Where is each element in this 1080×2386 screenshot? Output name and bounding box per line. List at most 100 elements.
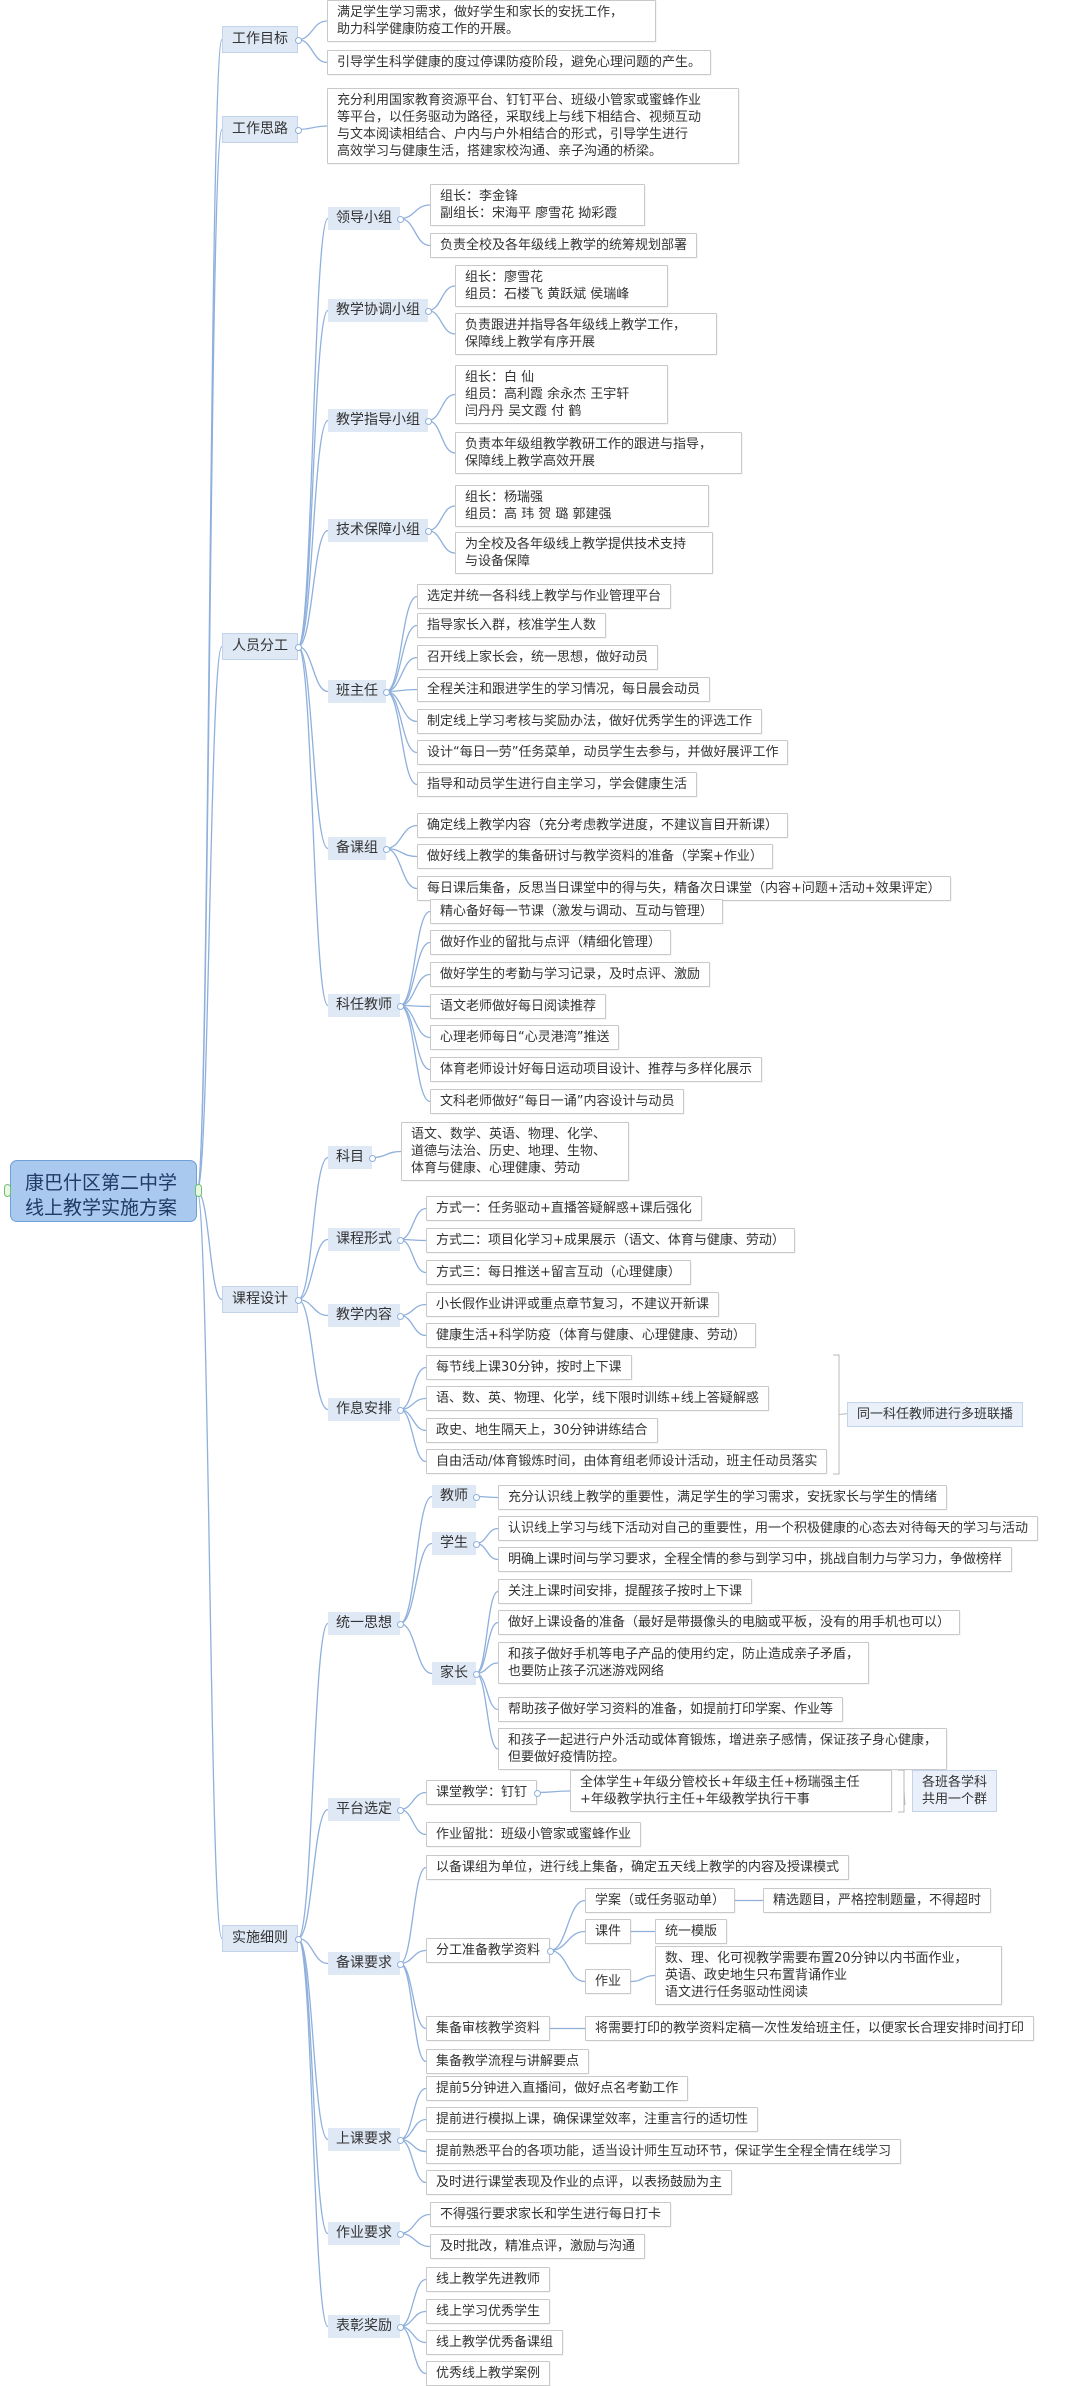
- node-teaching-content[interactable]: 教学内容: [328, 1304, 400, 1327]
- junction-dot[interactable]: [397, 1406, 404, 1414]
- node-coord-group[interactable]: 教学协调小组: [328, 299, 428, 322]
- connector: [399, 1622, 433, 1675]
- branch-implementation[interactable]: 实施细则: [222, 1925, 298, 1952]
- course-form-item: 方式三：每日推送+留言互动（心理健康）: [426, 1260, 691, 1285]
- award-item: 线上教学先进教师: [426, 2267, 551, 2292]
- junction-dot[interactable]: [397, 215, 404, 223]
- node-platform[interactable]: 平台选定: [328, 1798, 400, 1821]
- connector: [399, 1408, 427, 1432]
- junction-dot[interactable]: [473, 1670, 480, 1678]
- branch-staff[interactable]: 人员分工: [222, 633, 298, 660]
- collapse-knob-right[interactable]: [195, 1184, 202, 1197]
- junction-dot[interactable]: [383, 845, 390, 853]
- connector: [549, 1930, 586, 1952]
- connector: [399, 2278, 427, 2328]
- junction-dot[interactable]: [397, 1960, 404, 1968]
- connector: [399, 1495, 433, 1625]
- junction-dot[interactable]: [397, 2136, 404, 2144]
- node-parent[interactable]: 家长: [432, 1662, 476, 1685]
- student-item: 认识线上学习与线下活动对自己的重要性，用一个积极健康的心态去对待每天的学习与活动: [498, 1516, 1039, 1541]
- class-teacher-item: 指导家长入群，核准学生人数: [417, 613, 607, 638]
- prep-xuean: 学案（或任务驱动单）: [585, 1888, 736, 1913]
- junction-dot[interactable]: [425, 417, 432, 425]
- junction-dot[interactable]: [369, 1154, 376, 1162]
- node-prep-group[interactable]: 备课组: [328, 837, 386, 860]
- connector: [399, 1238, 427, 1274]
- node-tech-group[interactable]: 技术保障小组: [328, 519, 428, 542]
- node-unify-thought[interactable]: 统一思想: [328, 1612, 400, 1635]
- node-prep-requirements[interactable]: 备课要求: [328, 1952, 400, 1975]
- course-form-item: 方式一：任务驱动+直播答疑解惑+课后强化: [426, 1196, 702, 1221]
- connector: [297, 20, 328, 41]
- node-student[interactable]: 学生: [432, 1532, 476, 1555]
- node-class-teacher[interactable]: 班主任: [328, 680, 386, 703]
- junction-dot[interactable]: [534, 1789, 541, 1797]
- node-teacher[interactable]: 教师: [432, 1485, 476, 1508]
- junction-dot[interactable]: [295, 1296, 302, 1304]
- prep-homework: 作业: [585, 1969, 632, 1994]
- connector: [427, 393, 456, 422]
- class-teacher-item: 指导和动员学生进行自主学习，学会健康生活: [417, 772, 698, 797]
- junction-dot[interactable]: [473, 1540, 480, 1548]
- connector: [385, 624, 418, 693]
- bracket: [898, 1769, 906, 1813]
- connector: [399, 217, 431, 247]
- junction-dot[interactable]: [295, 126, 302, 134]
- platform-class-detail: 全体学生+年级分管校长+年级主任+杨瑞强主任 +年级教学执行主任+年级教学执行干…: [570, 1770, 892, 1812]
- connector: [399, 1808, 427, 1836]
- connector: [427, 419, 456, 454]
- connector: [475, 1590, 499, 1675]
- connector: [399, 1004, 431, 1039]
- coord-members: 组长：廖雪花 组员：石楼飞 黄跃斌 侯瑞峰: [455, 265, 668, 307]
- junction-dot[interactable]: [397, 1620, 404, 1628]
- schedule-item: 语、数、英、物理、化学，线下限时训练+线上答疑解惑: [426, 1386, 769, 1411]
- connector: [385, 690, 418, 754]
- branch-goals[interactable]: 工作目标: [222, 26, 298, 53]
- connector: [297, 1937, 329, 2328]
- junction-dot[interactable]: [397, 2323, 404, 2331]
- award-item: 线上教学优秀备课组: [426, 2330, 564, 2355]
- node-leader-group[interactable]: 领导小组: [328, 207, 400, 230]
- junction-dot[interactable]: [425, 527, 432, 535]
- junction-dot[interactable]: [397, 2230, 404, 2238]
- junction-dot[interactable]: [383, 688, 390, 696]
- root-title[interactable]: 康巴什区第二中学 线上教学实施方案: [10, 1160, 197, 1222]
- junction-dot[interactable]: [425, 307, 432, 315]
- junction-dot[interactable]: [397, 1312, 404, 1320]
- prep-flow: 集备教学流程与讲解要点: [426, 2049, 590, 2074]
- connector: [399, 1962, 427, 2063]
- node-schedule[interactable]: 作息安排: [328, 1398, 400, 1421]
- connector: [399, 2213, 431, 2235]
- junction-dot[interactable]: [397, 1806, 404, 1814]
- branch-approach[interactable]: 工作思路: [222, 116, 298, 143]
- junction-dot[interactable]: [295, 36, 302, 44]
- node-guide-group[interactable]: 教学指导小组: [328, 409, 428, 432]
- connector: [297, 1937, 329, 1965]
- junction-dot[interactable]: [547, 1947, 554, 1955]
- node-awards[interactable]: 表彰奖励: [328, 2315, 400, 2338]
- connector: [297, 1156, 329, 1301]
- junction-dot[interactable]: [397, 1002, 404, 1010]
- coord-duty: 负责跟进并指导各年级线上教学工作， 保障线上教学有序开展: [455, 313, 717, 355]
- node-subject-teacher[interactable]: 科任教师: [328, 994, 400, 1017]
- junction-dot[interactable]: [295, 643, 302, 651]
- tech-members: 组长：杨瑞强 组员：高 玮 贺 璐 郭建强: [455, 485, 709, 527]
- connector: [297, 309, 329, 648]
- junction-dot[interactable]: [295, 1935, 302, 1943]
- connector: [427, 505, 456, 532]
- connector: [385, 690, 418, 786]
- node-subjects[interactable]: 科目: [328, 1146, 372, 1169]
- schedule-item: 自由活动/体育锻炼时间，由体育组老师设计活动，班主任动员落实: [426, 1449, 828, 1474]
- node-class-requirements[interactable]: 上课要求: [328, 2128, 400, 2151]
- connector: [399, 1949, 427, 1965]
- subjects-list: 语文、数学、英语、物理、化学、 道德与法治、历史、地理、生物、 体育与健康、心理…: [401, 1122, 629, 1181]
- junction-dot[interactable]: [473, 1493, 480, 1501]
- collapse-knob-left[interactable]: [4, 1184, 11, 1197]
- platform-note: 各班各学科 共用一个群: [912, 1770, 998, 1812]
- junction-dot[interactable]: [397, 1236, 404, 1244]
- branch-course[interactable]: 课程设计: [222, 1286, 298, 1313]
- connector: [399, 1408, 427, 1463]
- node-course-forms[interactable]: 课程形式: [328, 1228, 400, 1251]
- tech-duty: 为全校及各年级线上教学提供技术支持 与设备保障: [455, 532, 713, 574]
- node-homework-requirements[interactable]: 作业要求: [328, 2222, 400, 2245]
